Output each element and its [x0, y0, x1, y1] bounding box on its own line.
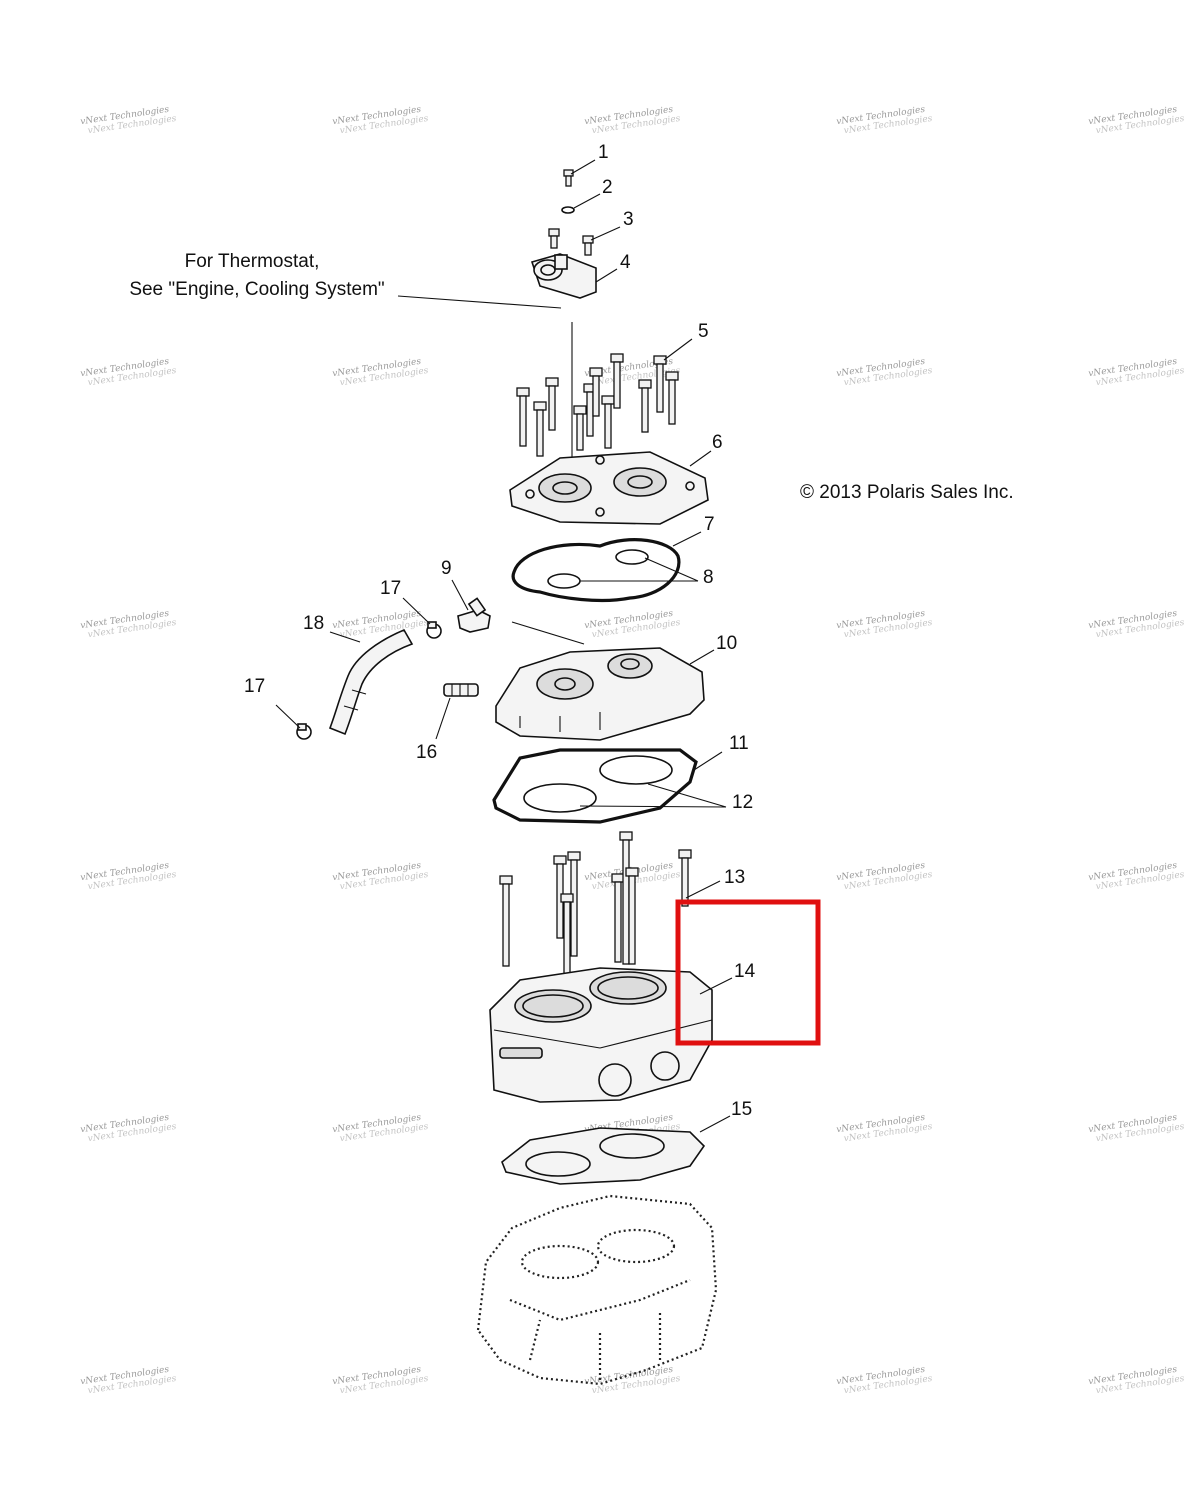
copyright-notice: © 2013 Polaris Sales Inc.	[800, 482, 1014, 503]
callout-13: 13	[724, 867, 745, 888]
callout-11: 11	[729, 733, 749, 754]
callout-1: 1	[598, 142, 609, 163]
bolt	[573, 405, 587, 451]
bolt	[533, 401, 547, 457]
bolts-part-3	[548, 228, 594, 256]
bolt	[567, 851, 581, 957]
screw-part-1	[563, 169, 574, 187]
callout-3: 3	[623, 209, 634, 230]
callout-9: 9	[441, 558, 452, 579]
bolt	[665, 371, 679, 425]
cylinder-head-part-10	[495, 647, 705, 741]
callout-14: 14	[734, 961, 756, 982]
callout-15: 15	[731, 1099, 752, 1120]
thermostat-note-line-1: For Thermostat,	[185, 251, 320, 272]
callout-8: 8	[703, 567, 714, 588]
head-bolts-part-5	[516, 353, 679, 457]
bolt	[516, 387, 530, 447]
callout-16: 16	[416, 742, 437, 763]
o-rings-part-12	[523, 755, 673, 813]
base-gasket-part-15	[501, 1127, 706, 1185]
callout-5: 5	[698, 321, 709, 342]
washer-part-2	[561, 206, 575, 214]
o-rings-part-8	[547, 549, 649, 589]
callout-7: 7	[704, 514, 715, 535]
bolt	[601, 395, 615, 449]
callout-12: 12	[732, 792, 753, 813]
head-gasket-part-7	[511, 538, 681, 603]
bolt	[678, 849, 692, 907]
bolt	[638, 379, 652, 433]
cylinder-head-cover-part-6	[509, 451, 709, 525]
highlight-box-part-14	[675, 899, 821, 1046]
bolt	[545, 377, 559, 431]
callout-2: 2	[602, 177, 613, 198]
crankcase-reference-outline	[476, 1194, 718, 1386]
bolt	[625, 867, 639, 965]
callout-labels: 1 2 3 4 5 6 7 8 9 10 11 12 13 14 15 16 1…	[244, 142, 756, 1120]
hose-barb-part-16	[443, 683, 479, 697]
callout-6: 6	[712, 432, 723, 453]
cylinder-bolts-part-13	[499, 831, 692, 979]
callout-17-lower: 17	[244, 676, 265, 697]
coolant-hose-part-18	[328, 628, 414, 736]
callout-18: 18	[303, 613, 324, 634]
bolt	[499, 875, 513, 967]
bolt	[589, 367, 603, 417]
bolt	[653, 355, 667, 413]
callout-17-upper: 17	[380, 578, 401, 599]
thermostat-note-line-2: See "Engine, Cooling System"	[129, 279, 384, 300]
leader-lines	[275, 159, 733, 1133]
thermostat-housing-part-4	[530, 253, 597, 299]
bolt	[610, 353, 624, 409]
callout-4: 4	[620, 252, 631, 273]
elbow-fitting-part-9	[457, 597, 491, 633]
hose-clamp-part-17a	[426, 621, 442, 639]
cylinder-gasket-part-11	[492, 748, 698, 824]
cylinder-block-part-14	[489, 967, 713, 1103]
hose-clamp-part-17b	[296, 723, 312, 740]
callout-10: 10	[716, 633, 737, 654]
